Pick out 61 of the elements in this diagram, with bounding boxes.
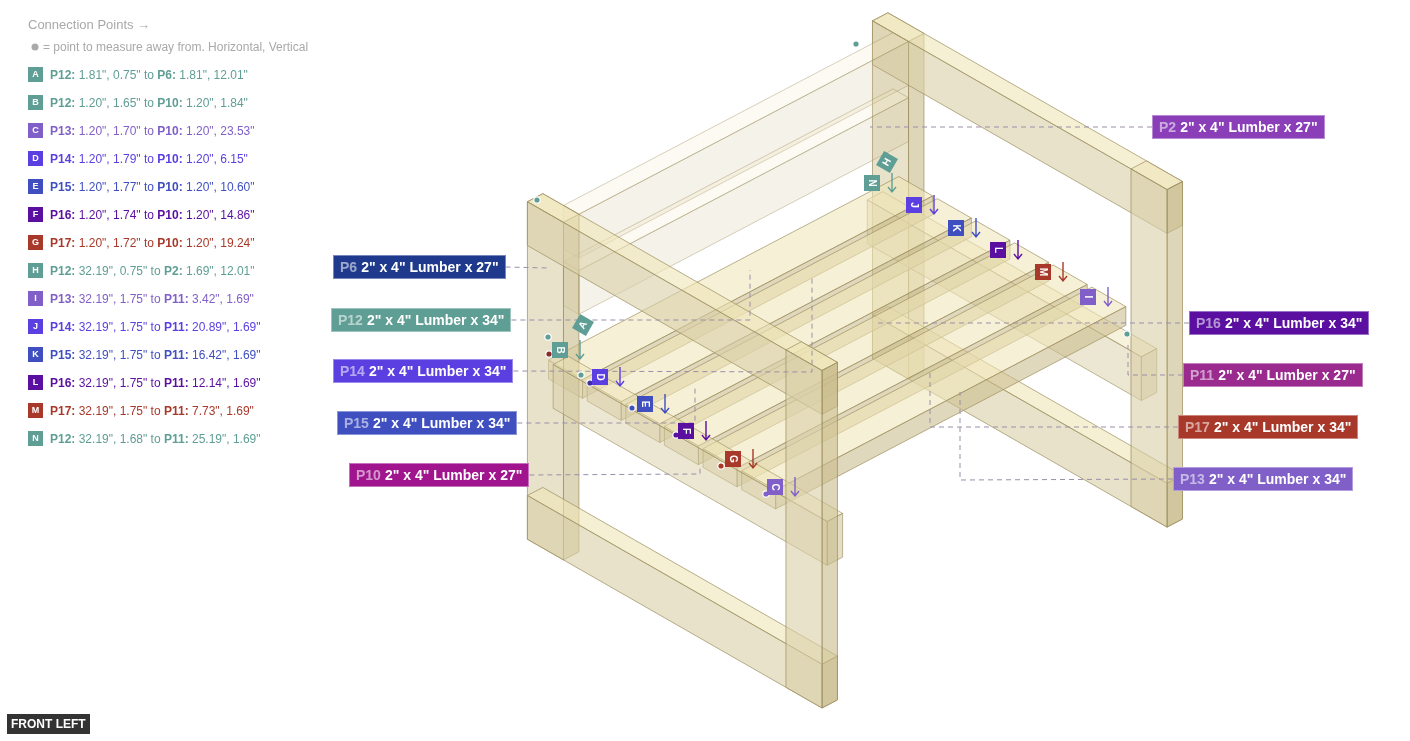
letter-badge: C — [767, 479, 783, 495]
letter-badge: J — [28, 319, 43, 334]
leader-line — [877, 322, 1190, 324]
leader-line — [1127, 344, 1184, 376]
connection-measurement: P16: 1.20", 1.74" to P10: 1.20", 14.86" — [50, 208, 255, 222]
legend-heading: Connection Points → — [28, 17, 151, 32]
part-callout: P6 2" x 4" Lumber x 27" — [333, 255, 506, 279]
connection-measurement: P12: 32.19", 1.68" to P11: 25.19", 1.69" — [50, 432, 261, 446]
letter-badge: A — [572, 314, 594, 336]
letter-badge: D — [592, 369, 608, 385]
part-callout: P13 2" x 4" Lumber x 34" — [1173, 467, 1354, 491]
connection-measurement: P17: 1.20", 1.72" to P10: 1.20", 19.24" — [50, 236, 255, 250]
letter-badge: L — [990, 242, 1006, 258]
leader-line — [510, 269, 751, 321]
part-callout: P16 2" x 4" Lumber x 34" — [1189, 311, 1370, 335]
letter-badge: N — [28, 431, 43, 446]
letter-badge: J — [906, 197, 922, 213]
connection-measurement: P13: 1.20", 1.70" to P10: 1.20", 23.53" — [50, 124, 255, 138]
leader-line — [869, 126, 1153, 128]
letter-badge: K — [28, 347, 43, 362]
letter-badge: H — [28, 263, 43, 278]
letter-badge: M — [1035, 264, 1051, 280]
connection-measurement: P14: 32.19", 1.75" to P11: 20.89", 1.69" — [50, 320, 261, 334]
connection-measurement: P15: 1.20", 1.77" to P10: 1.20", 10.60" — [50, 180, 255, 194]
connection-measurement: P12: 1.20", 1.65" to P10: 1.20", 1.84" — [50, 96, 248, 110]
letter-badge: H — [876, 151, 898, 173]
part-callout: P14 2" x 4" Lumber x 34" — [333, 359, 514, 383]
letter-badge: E — [637, 396, 653, 412]
leader-line — [959, 391, 1174, 481]
part-callout: P10 2" x 4" Lumber x 27" — [349, 463, 530, 487]
part-callout: P15 2" x 4" Lumber x 34" — [337, 411, 518, 435]
part-callout: P17 2" x 4" Lumber x 34" — [1178, 415, 1359, 439]
letter-badge: I — [1080, 289, 1096, 305]
part-callout: P12 2" x 4" Lumber x 34" — [331, 308, 512, 332]
view-label: FRONT LEFT — [7, 714, 90, 734]
letter-badge: F — [28, 207, 43, 222]
letter-badge: D — [28, 151, 43, 166]
letter-badge: C — [28, 123, 43, 138]
letter-badge: G — [28, 235, 43, 250]
connection-measurement: P14: 1.20", 1.79" to P10: 1.20", 6.15" — [50, 152, 248, 166]
connection-measurement: P16: 32.19", 1.75" to P11: 12.14", 1.69" — [50, 376, 261, 390]
legend-note: = point to measure away from. Horizontal, Vertical — [43, 40, 309, 54]
connection-measurement: P13: 32.19", 1.75" to P11: 3.42", 1.69" — [50, 292, 254, 306]
leader-line — [505, 266, 549, 269]
connection-measurement: P15: 32.19", 1.75" to P11: 16.42", 1.69" — [50, 348, 261, 362]
letter-badge: K — [948, 220, 964, 236]
letter-badge: A — [28, 67, 43, 82]
letter-badge: M — [28, 403, 43, 418]
letter-badge: G — [725, 451, 741, 467]
letter-badge: L — [28, 375, 43, 390]
part-callout: P11 2" x 4" Lumber x 27" — [1183, 363, 1363, 387]
letter-badge: B — [28, 95, 43, 110]
connection-measurement: P12: 1.81", 0.75" to P6: 1.81", 12.01" — [50, 68, 248, 82]
connection-measurement: P17: 32.19", 1.75" to P11: 7.73", 1.69" — [50, 404, 254, 418]
letter-badge: F — [678, 423, 694, 439]
connection-measurement: P12: 32.19", 0.75" to P2: 1.69", 12.01" — [50, 264, 255, 278]
part-callout: P2 2" x 4" Lumber x 27" — [1152, 115, 1325, 139]
letter-badge: N — [864, 175, 880, 191]
letter-badge: E — [28, 179, 43, 194]
letter-badge: B — [552, 342, 568, 358]
letter-badge: I — [28, 291, 43, 306]
